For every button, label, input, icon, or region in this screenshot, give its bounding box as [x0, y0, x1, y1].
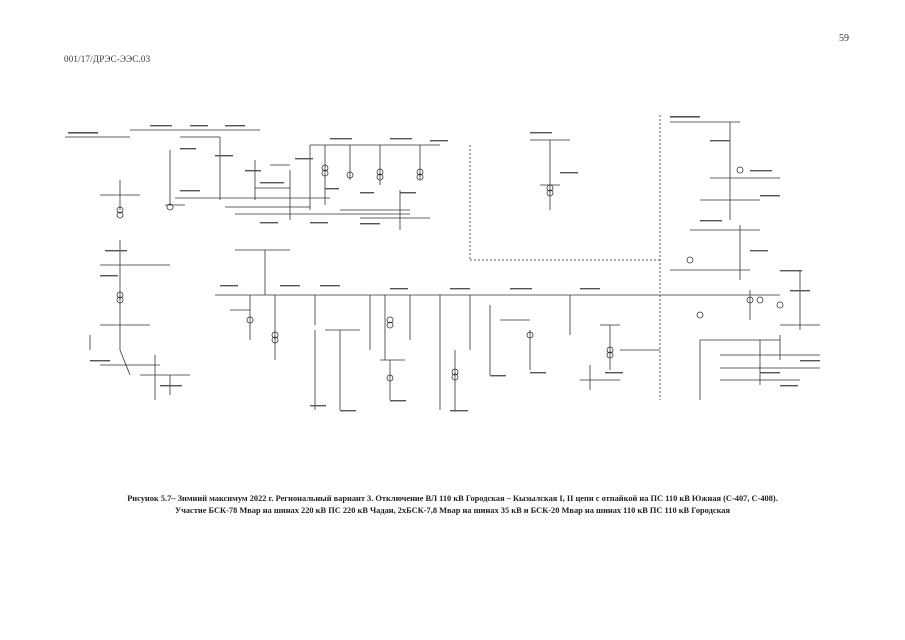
figure-caption: Рисунок 5.7– Зимний максимум 2022 г. Рег… [60, 493, 845, 517]
power-flow-scheme [65, 115, 820, 412]
page-number: 59 [839, 33, 849, 44]
caption-line-2: Участие БСК-78 Мвар на шинах 220 кВ ПС 2… [174, 506, 730, 515]
document-code: 001/17/ДРЭС-ЭЭС.03 [64, 54, 151, 64]
caption-line-1: Рисунок 5.7– Зимний максимум 2022 г. Рег… [127, 494, 778, 503]
